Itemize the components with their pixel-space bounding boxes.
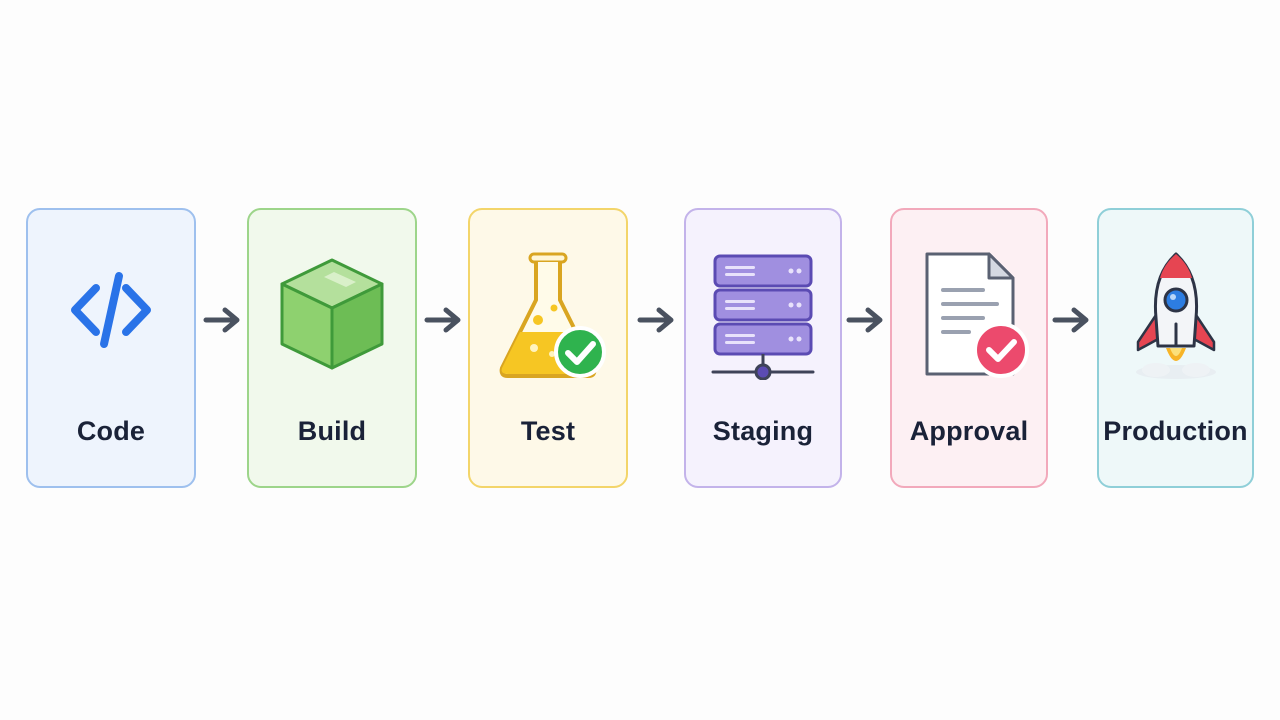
stage-code: Code (26, 208, 196, 488)
stage-approval: Approval (890, 208, 1048, 488)
rocket-icon (1116, 250, 1236, 380)
arrow-right-icon (1052, 304, 1092, 336)
arrow-right-icon (846, 304, 886, 336)
stage-build: Build (247, 208, 417, 488)
code-icon (51, 250, 171, 380)
package-box-icon (272, 250, 392, 380)
arrow-right-icon (203, 304, 243, 336)
stage-label: Staging (712, 416, 814, 446)
document-check-icon (909, 250, 1029, 380)
stage-label: Test (520, 416, 576, 446)
arrow-right-icon (637, 304, 677, 336)
stage-label: Code (76, 416, 146, 446)
arrow-right-icon (424, 304, 464, 336)
stage-label: Approval (909, 416, 1029, 446)
server-stack-icon (703, 250, 823, 380)
flask-check-icon (488, 250, 608, 380)
stage-production: Production (1097, 208, 1254, 488)
stage-staging: Staging (684, 208, 842, 488)
stage-test: Test (468, 208, 628, 488)
stage-label: Build (297, 416, 367, 446)
stage-label: Production (1103, 416, 1248, 446)
